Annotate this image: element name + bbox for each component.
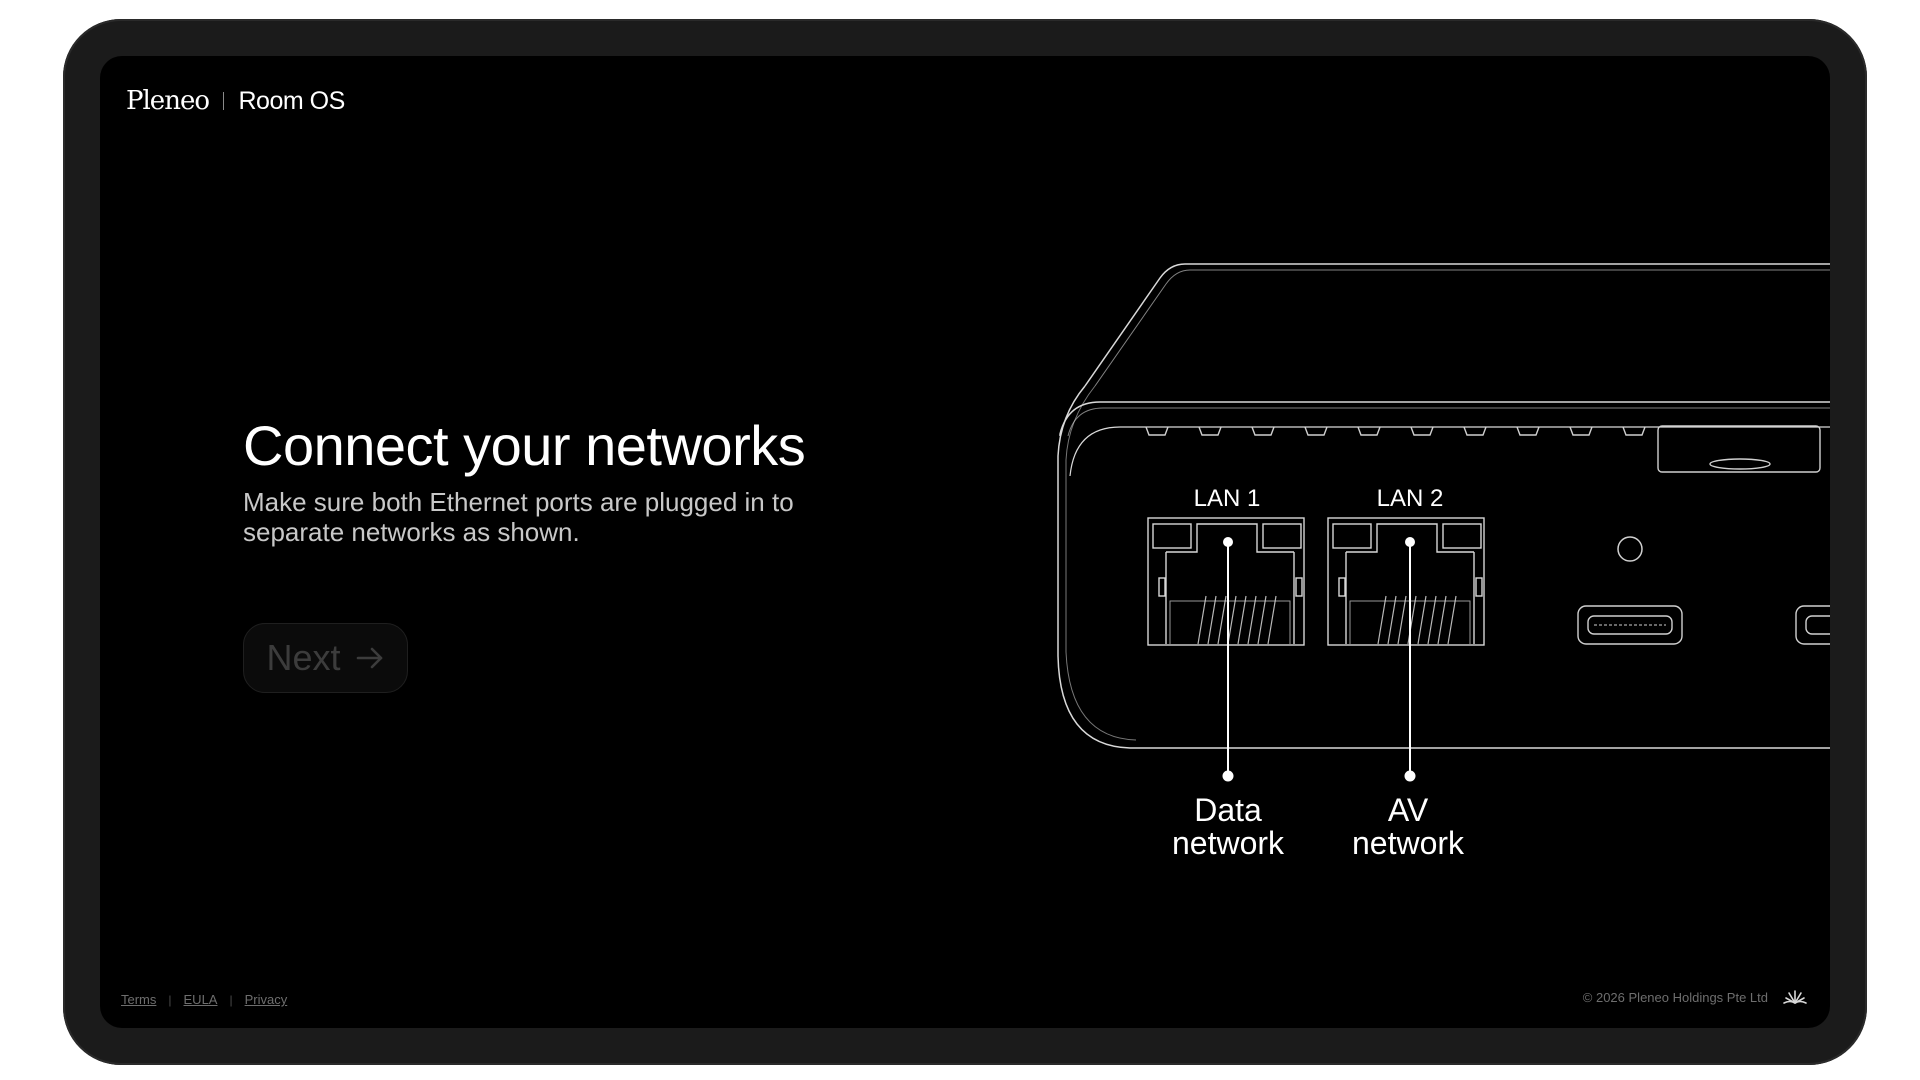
footer-links: Terms | EULA | Privacy (121, 992, 287, 1007)
product-name: Room OS (238, 86, 345, 115)
pleneo-logo-mark-icon (1783, 990, 1807, 1004)
usb-c-port (1577, 605, 1683, 645)
eula-link[interactable]: EULA (183, 992, 218, 1007)
data-network-label-line1: Data (1194, 792, 1262, 828)
lan-port-2 (1327, 517, 1485, 646)
av-network-label-line2: network (1352, 825, 1465, 861)
brand-header: Pleneo Room OS (126, 86, 345, 116)
brand-logo: Pleneo (126, 86, 210, 116)
footer-copyright-area: © 2026 Pleneo Holdings Pte Ltd (1583, 988, 1808, 1006)
arrow-right-icon (356, 647, 382, 669)
next-button[interactable]: Next (243, 623, 408, 693)
terms-link[interactable]: Terms (121, 992, 157, 1007)
lan-port-1 (1147, 517, 1305, 646)
status-led (1617, 536, 1643, 562)
next-button-label: Next (266, 637, 341, 678)
data-network-label-line2: network (1172, 825, 1285, 861)
page-subtitle: Make sure both Ethernet ports are plugge… (243, 487, 794, 547)
vent-slots (1145, 426, 1646, 436)
av-network-label-line1: AV (1388, 792, 1429, 828)
device-illustration: LAN 1 LAN 2 Data network AV network (1057, 263, 1830, 861)
copyright-text: © 2026 Pleneo Holdings Pte Ltd (1582, 989, 1768, 1005)
brand-divider (222, 92, 225, 110)
footer-separator: | (229, 992, 233, 1007)
privacy-link[interactable]: Privacy (244, 992, 288, 1007)
lan2-label: LAN 2 (1377, 485, 1444, 512)
page-title: Connect your networks (243, 414, 806, 477)
footer-separator: | (168, 992, 172, 1007)
usb-c-port-2 (1795, 605, 1830, 645)
screen: Pleneo Room OS Connect your networks Mak… (100, 56, 1830, 1028)
lan1-label: LAN 1 (1194, 485, 1261, 512)
